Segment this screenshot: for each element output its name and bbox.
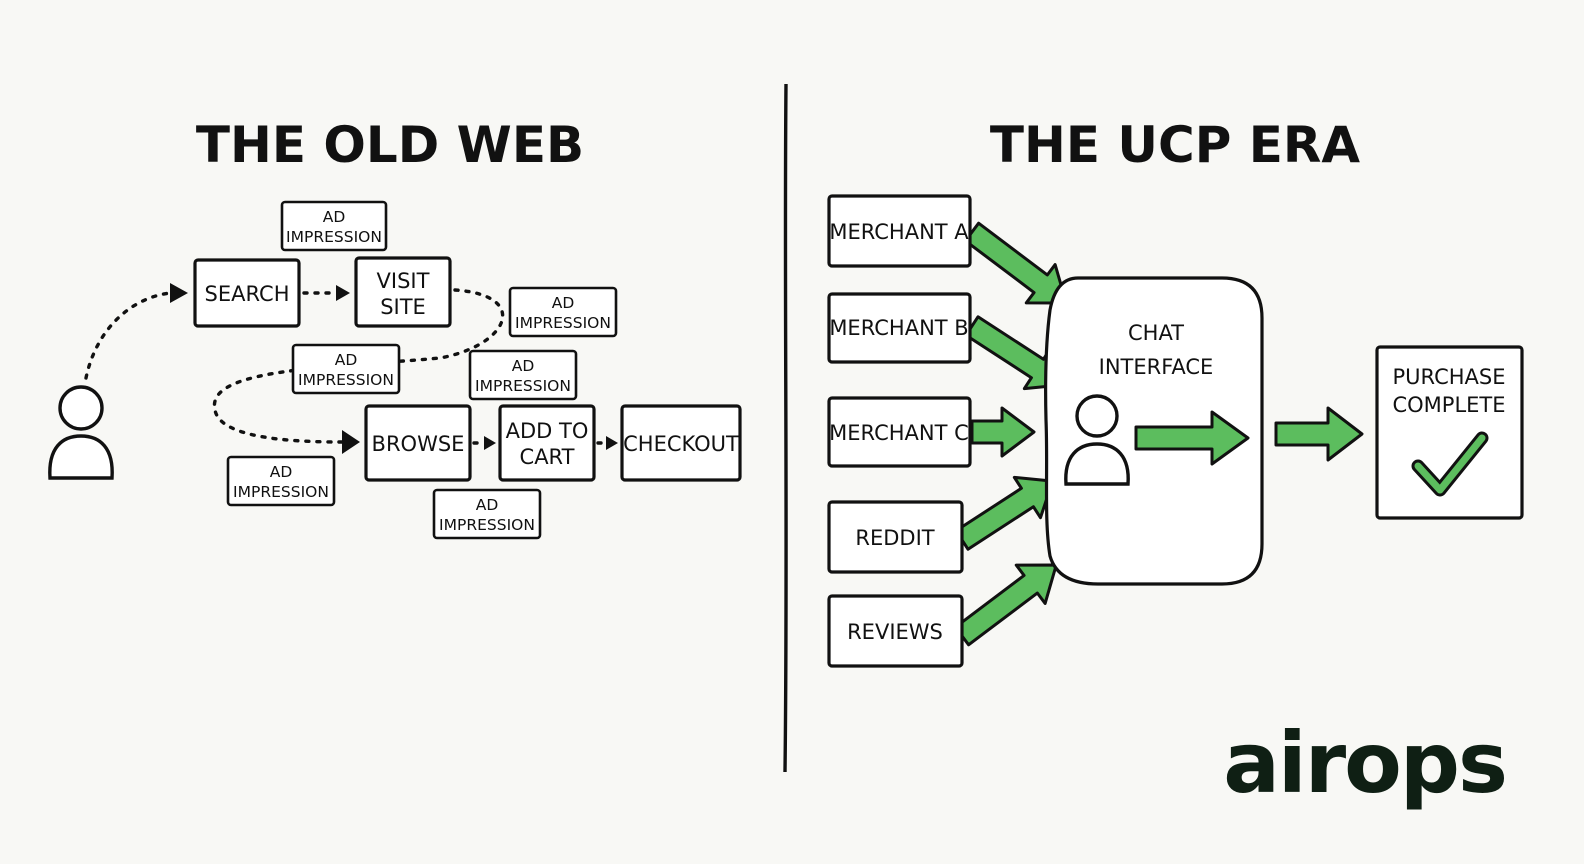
- arrowhead-search-visit: [336, 285, 350, 301]
- ad-impression-box: AD IMPRESSION: [432, 488, 542, 540]
- merchant-c-box: MERCHANT C: [827, 396, 972, 468]
- browse-label: BROWSE: [372, 432, 465, 456]
- reviews-label: REVIEWS: [847, 620, 943, 644]
- browse-box: BROWSE: [364, 404, 472, 482]
- reviews-box: REVIEWS: [827, 594, 964, 668]
- dashed-arrow-visit-browse: [212, 288, 505, 444]
- reddit-box: REDDIT: [827, 500, 964, 574]
- merchant-b-label: MERCHANT B: [829, 316, 968, 340]
- search-label: SEARCH: [205, 282, 290, 306]
- add-to-cart-label-2: CART: [520, 445, 575, 469]
- user-icon-chat: [1064, 394, 1130, 486]
- arrowhead-visit-browse: [342, 430, 360, 454]
- dashed-arrow-user-search: [84, 291, 172, 380]
- airops-logo: airops: [1223, 714, 1506, 812]
- arrowhead-cart-checkout: [606, 436, 618, 450]
- ad-impression-box: AD IMPRESSION: [280, 200, 388, 252]
- svg-text:AD: AD: [323, 208, 346, 226]
- add-to-cart-label-1: ADD TO: [506, 419, 589, 443]
- svg-text:AD: AD: [335, 351, 358, 369]
- chat-interface-label-1: CHAT: [1128, 321, 1184, 345]
- merchant-a-label: MERCHANT A: [829, 220, 969, 244]
- user-icon-old-web: [48, 385, 114, 480]
- arrow-merchant-a-to-chat: [963, 221, 1068, 305]
- svg-text:IMPRESSION: IMPRESSION: [286, 228, 382, 246]
- add-to-cart-box: ADD TO CART: [498, 404, 596, 482]
- svg-text:AD: AD: [270, 463, 293, 481]
- purchase-complete-box: PURCHASE COMPLETE: [1375, 345, 1524, 520]
- visit-site-box: VISIT SITE: [354, 256, 452, 328]
- search-box: SEARCH: [193, 258, 301, 328]
- svg-text:IMPRESSION: IMPRESSION: [475, 377, 571, 395]
- arrow-merchant-b-to-chat: [964, 315, 1065, 391]
- visit-site-label-1: VISIT: [377, 269, 430, 293]
- checkmark-icon: [1414, 434, 1486, 494]
- ad-impression-box: AD IMPRESSION: [508, 286, 618, 338]
- checkout-label: CHECKOUT: [623, 432, 739, 456]
- svg-text:IMPRESSION: IMPRESSION: [515, 314, 611, 332]
- checkout-box: CHECKOUT: [620, 404, 742, 482]
- divider-line: [783, 83, 788, 773]
- arrow-reviews-to-chat: [953, 563, 1058, 647]
- ad-impression-box: AD IMPRESSION: [291, 343, 401, 395]
- svg-text:AD: AD: [512, 357, 535, 375]
- merchant-b-box: MERCHANT B: [827, 292, 972, 364]
- arrow-user-to-output: [1134, 410, 1250, 466]
- reddit-label: REDDIT: [855, 526, 934, 550]
- svg-text:IMPRESSION: IMPRESSION: [233, 483, 329, 501]
- arrow-chat-to-purchase: [1274, 406, 1364, 462]
- svg-text:AD: AD: [552, 294, 575, 312]
- old-web-title: THE OLD WEB: [196, 116, 584, 174]
- arrow-merchant-c-to-chat: [970, 406, 1036, 458]
- arrowhead-browse-cart: [484, 436, 496, 450]
- chat-interface-label-2: INTERFACE: [1099, 355, 1214, 379]
- visit-site-label-2: SITE: [380, 295, 426, 319]
- svg-text:AD: AD: [476, 496, 499, 514]
- arrowhead-user-search: [170, 283, 188, 303]
- purchase-complete-label-1: PURCHASE: [1393, 365, 1506, 389]
- merchant-c-label: MERCHANT C: [829, 421, 969, 445]
- ad-impression-box: AD IMPRESSION: [468, 349, 578, 401]
- ad-impression-box: AD IMPRESSION: [226, 455, 336, 507]
- purchase-complete-label-2: COMPLETE: [1392, 393, 1505, 417]
- ucp-era-title: THE UCP ERA: [990, 116, 1361, 174]
- svg-text:IMPRESSION: IMPRESSION: [298, 371, 394, 389]
- svg-text:IMPRESSION: IMPRESSION: [439, 516, 535, 534]
- merchant-a-box: MERCHANT A: [827, 194, 972, 268]
